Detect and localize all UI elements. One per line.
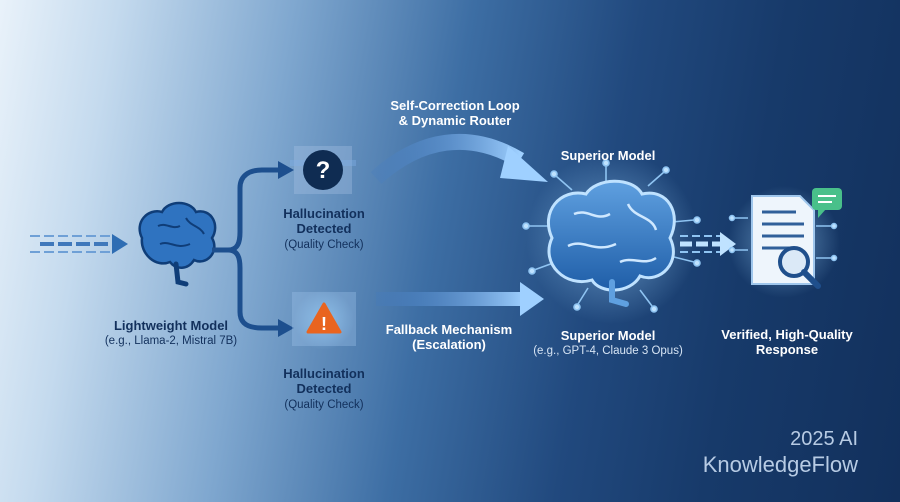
self-correction-arrow bbox=[370, 133, 548, 184]
warning-glyph: ! bbox=[321, 314, 327, 334]
question-mark-icon: ? bbox=[290, 146, 356, 194]
self-correction-label: Self-Correction Loop & Dynamic Router bbox=[380, 98, 530, 128]
fallback-line2: (Escalation) bbox=[412, 337, 486, 352]
output-line1: Verified, High-Quality bbox=[721, 327, 853, 342]
detect-bottom-title-line2: Detected bbox=[296, 381, 352, 396]
chat-bubble-icon bbox=[812, 188, 842, 218]
input-stream-icon bbox=[30, 234, 128, 254]
brand-name: KnowledgeFlow bbox=[702, 452, 858, 477]
superior-model-bottom-title: Superior Model bbox=[560, 328, 656, 343]
output-line2: Response bbox=[755, 342, 819, 357]
output-label: Verified, High-Quality Response bbox=[712, 327, 862, 357]
question-glyph: ? bbox=[316, 157, 331, 184]
self-correction-line2: & Dynamic Router bbox=[398, 113, 512, 128]
superior-model-subtitle: (e.g., GPT-4, Claude 3 Opus) bbox=[533, 345, 683, 357]
fallback-line1: Fallback Mechanism bbox=[385, 322, 513, 337]
detect-top-title-line2: Detected bbox=[296, 221, 352, 236]
superior-model-top-title: Superior Model bbox=[560, 148, 656, 163]
warning-icon: ! bbox=[292, 290, 356, 350]
detect-top-subtitle: (Quality Check) bbox=[284, 239, 364, 251]
fallback-arrow bbox=[376, 282, 544, 316]
branch-connector bbox=[212, 161, 294, 337]
lightweight-model-title: Lightweight Model bbox=[113, 318, 229, 333]
detect-bottom-title-line1: Hallucination bbox=[283, 366, 365, 381]
detect-bottom-subtitle: (Quality Check) bbox=[284, 399, 364, 411]
detect-top-title-line1: Hallucination bbox=[283, 206, 365, 221]
detect-bottom-title: Hallucination Detected bbox=[272, 366, 376, 396]
document-magnifier-icon bbox=[728, 186, 840, 298]
output-arrow bbox=[680, 232, 736, 256]
brain-icon bbox=[138, 201, 217, 287]
detect-top-title: Hallucination Detected bbox=[272, 206, 376, 236]
self-correction-line1: Self-Correction Loop bbox=[390, 98, 520, 113]
large-brain-icon bbox=[522, 152, 701, 324]
lightweight-model-subtitle: (e.g., Llama-2, Mistral 7B) bbox=[104, 335, 238, 347]
brand-year: 2025 AI bbox=[790, 428, 858, 450]
fallback-label: Fallback Mechanism (Escalation) bbox=[374, 322, 524, 352]
